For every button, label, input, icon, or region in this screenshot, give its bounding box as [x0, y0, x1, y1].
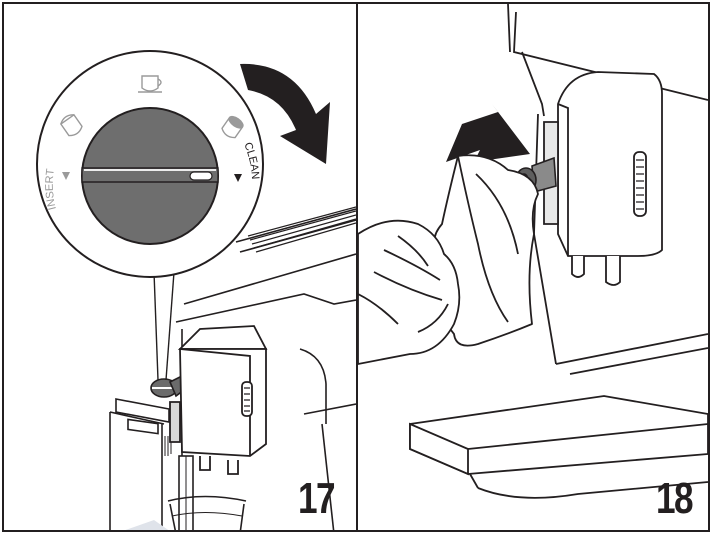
milk-cup-icon [59, 113, 83, 137]
step-number-17: 17 [298, 474, 336, 523]
hand-with-cloth [358, 154, 539, 365]
cup-icon [138, 75, 162, 93]
milk-jug [109, 398, 170, 530]
glass-cup [167, 495, 247, 530]
milk-tube [178, 455, 194, 530]
step-17-panel: INSERT CLEAN 17 [4, 4, 358, 530]
milk-module [543, 71, 663, 286]
insert-marker [62, 172, 70, 180]
rotate-clockwise-arrow-icon [240, 63, 330, 164]
step-18-illustration [358, 4, 708, 499]
cup-shadow [125, 520, 169, 530]
clean-marker [234, 174, 242, 182]
dial-label-insert: INSERT [44, 168, 59, 211]
step-18-panel: 18 [358, 4, 708, 530]
step-17-illustration: INSERT CLEAN [36, 50, 356, 530]
magnified-dial-view: INSERT CLEAN [36, 50, 264, 278]
milk-module [169, 325, 268, 475]
drip-tray-grille [247, 206, 356, 253]
froth-cup-icon [221, 115, 244, 139]
drip-tray [409, 395, 708, 499]
step-number-18: 18 [656, 474, 694, 523]
small-dial [150, 374, 185, 398]
nozzle-bristles [161, 436, 172, 456]
magnifier-pointer [153, 271, 175, 381]
dial-indicator [189, 171, 213, 181]
push-arrow-icon [446, 104, 530, 162]
